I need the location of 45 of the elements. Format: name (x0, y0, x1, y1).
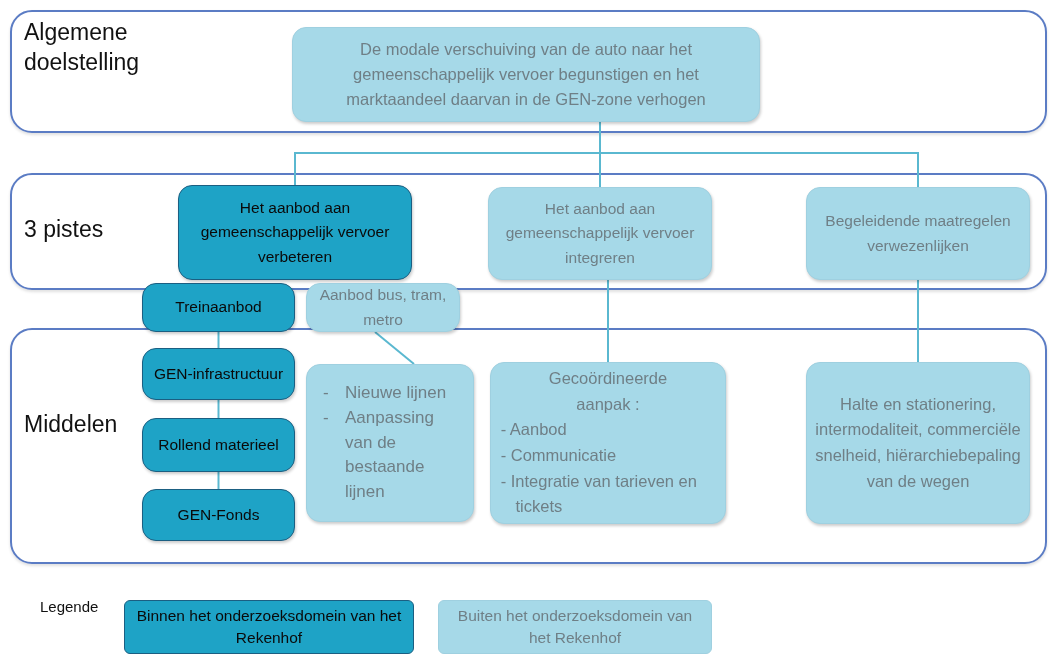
connector-line (374, 331, 415, 365)
box-text: GEN-Fonds (177, 505, 260, 525)
box-text: Rollend materieel (158, 435, 279, 455)
box-text: Gecoördineerde aanpak : (547, 368, 669, 415)
goal-box (142, 418, 295, 472)
row-band (10, 173, 1047, 290)
row-label: Middelen (24, 410, 119, 439)
goal-box (292, 27, 760, 122)
goal-box (490, 362, 726, 524)
box-text: Begeleidende maatregelen verwezenlijken (824, 211, 1012, 256)
connector-line (217, 331, 220, 349)
bullet-dash: - (322, 382, 330, 405)
goal-box (806, 362, 1030, 524)
row-band (10, 10, 1047, 133)
connector-line (217, 399, 220, 419)
box-text: Treinaanbod (175, 297, 262, 318)
goal-box (306, 283, 460, 332)
goal-box (142, 283, 295, 332)
connector-line (217, 471, 220, 490)
connector-line (917, 279, 919, 363)
goal-box (142, 489, 295, 541)
row-label: 3 pistes (24, 215, 105, 244)
box-text: Het aanbod aan gemeenschappelijk vervoer verbeteren (199, 198, 391, 267)
goal-box (488, 187, 712, 280)
box-text: - Communicatie (499, 445, 618, 466)
bullet-dash: - (322, 407, 330, 430)
row-label: Algemene doelstelling (24, 18, 141, 77)
box-text: Het aanbod aan gemeenschappelijk vervoer integreren (504, 199, 696, 268)
row-band (10, 328, 1047, 564)
connector-line (607, 279, 609, 363)
box-text: Aanbod bus, tram, metro (318, 285, 448, 330)
list-item: Aanpassing van de bestaande lijnen (345, 407, 435, 503)
legend-text: Binnen het onderzoeksdomein van het Rekenhof (135, 606, 403, 648)
box-text: - Aanbod (499, 419, 568, 441)
goal-box (142, 348, 295, 400)
legend-text: Buiten het onderzoeksdomein van het Rekenhof (456, 606, 694, 648)
legend-title: Legende (40, 598, 99, 615)
box-text: GEN-infrastructuur (153, 364, 284, 384)
goal-box (178, 185, 412, 280)
list-item: Nieuwe lijnen (345, 382, 448, 405)
box-text: - Integratie van tarieven en tickets (499, 470, 698, 518)
box-text: Halte en stationering, intermodaliteit, commerciële snelheid, hiërarchiebepaling van de wegen (815, 393, 1021, 492)
goal-box (806, 187, 1030, 280)
goal-box (306, 364, 474, 522)
box-text: De modale verschuiving van de auto naar het gemeenschappelijk vervoer begunstigen en het marktaandeel daarvan in de GEN-zone verhogen (345, 39, 707, 110)
